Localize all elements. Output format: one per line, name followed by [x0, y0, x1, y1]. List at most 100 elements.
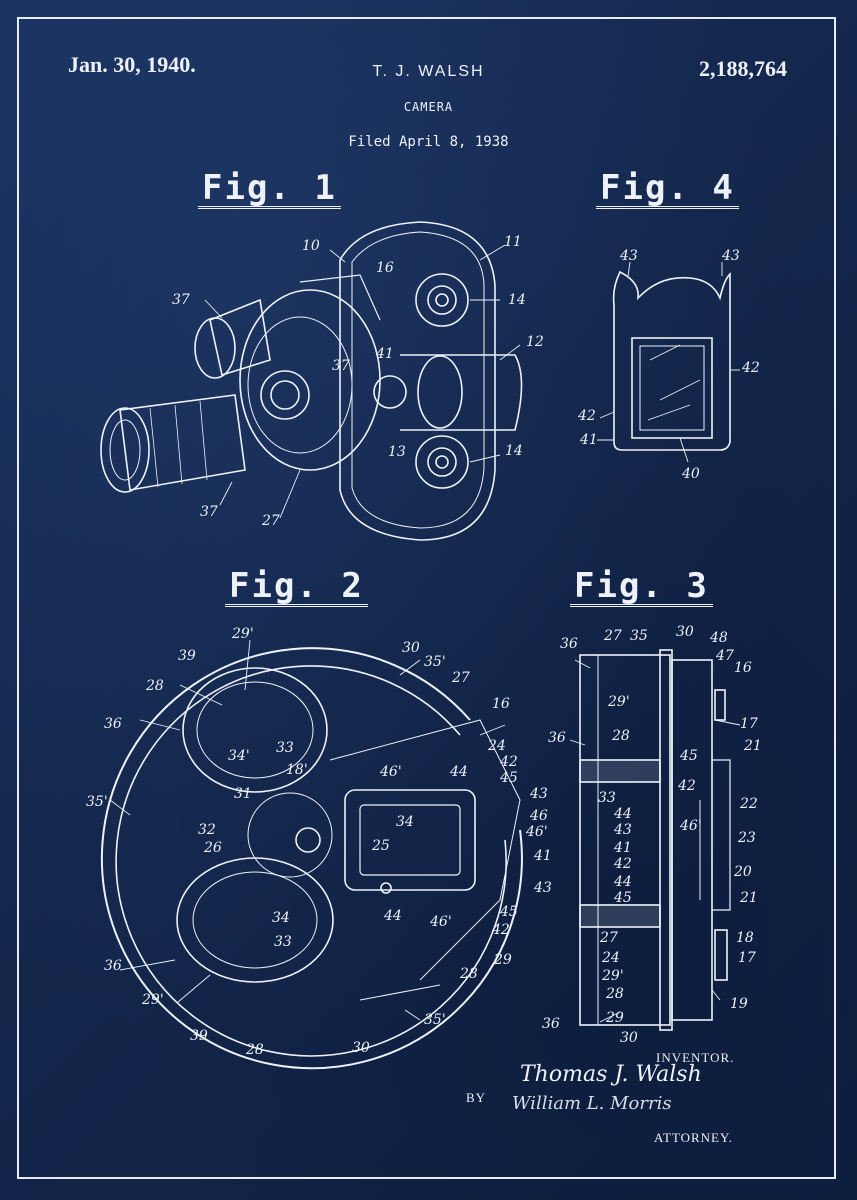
fig2-ref: 36	[104, 958, 122, 974]
attorney-signature: William L. Morris	[512, 1093, 672, 1114]
patent-number: 2,188,764	[699, 56, 787, 81]
fig2-ref: 30	[402, 640, 420, 656]
fig2-ref: 29'	[141, 992, 164, 1008]
patent-date: Jan. 30, 1940.	[68, 52, 196, 77]
fig2-ref: 46'	[379, 764, 402, 780]
fig1-ref: 37	[172, 292, 190, 308]
fig4-ref: 42	[577, 408, 596, 424]
fig4-ref: 43	[619, 248, 638, 264]
fig2-ref: 26	[203, 840, 222, 856]
fig3-ref: 36	[542, 1016, 560, 1032]
fig3-ref: 30	[676, 624, 694, 640]
fig1-ref: 37	[200, 504, 218, 520]
fig2-ref: 46	[529, 808, 548, 824]
fig2-ref: 29'	[231, 626, 254, 642]
fig2-ref: 25	[371, 838, 390, 854]
fig2-ref: 34'	[228, 748, 250, 764]
fig3-ref: 29'	[601, 968, 624, 984]
fig4-ref: 42	[741, 360, 760, 376]
filed-date: Filed April 8, 1938	[348, 134, 509, 150]
fig2-ref: 35'	[86, 794, 108, 810]
fig1-ref: 27	[261, 513, 280, 529]
fig3-ref: 36	[560, 636, 578, 652]
fig3-ref: 42	[677, 778, 696, 794]
fig3-ref: 18	[736, 930, 754, 946]
fig2-ref: 28	[245, 1042, 264, 1058]
fig4-ref: 41	[579, 432, 598, 448]
fig2-ref: 43	[529, 786, 548, 802]
fig3-ref: 42	[613, 856, 632, 872]
fig2-ref: 41	[533, 848, 552, 864]
fig2-ref: 24	[487, 738, 506, 754]
fig2-ref: 45	[499, 904, 518, 920]
inventor-signature: Thomas J. Walsh	[520, 1062, 702, 1087]
fig2-ref: 46'	[429, 914, 452, 930]
fig3-ref: 28	[605, 986, 624, 1002]
fig2-ref: 31	[234, 786, 252, 802]
fig1-ref: 13	[388, 444, 406, 460]
fig2-ref: 32	[198, 822, 216, 838]
fig3-ref: 27	[603, 628, 622, 644]
leader-lines	[109, 244, 741, 1023]
by-label: BY	[466, 1090, 487, 1105]
fig2-ref: 44	[383, 908, 402, 924]
fig2-ref: 29	[493, 952, 512, 968]
fig3-ref: 29'	[607, 694, 630, 710]
fig3-ref: 35	[630, 628, 648, 644]
fig3-ref: 45	[613, 890, 632, 906]
fig3-ref: 23	[737, 830, 756, 846]
fig2-ref: 28	[145, 678, 164, 694]
fig2-ref: 39	[178, 648, 196, 664]
fig1-ref: 16	[376, 260, 394, 276]
reference-labels: 10 11 16 37 14 12 37 41 13 14 37 27 43 4…	[86, 234, 762, 1058]
fig1-ref: 12	[526, 334, 544, 350]
fig3-ref: 44	[613, 874, 632, 890]
fig2-ref: 43	[533, 880, 552, 896]
fig2-ref: 28	[459, 966, 478, 982]
fig3-ref: 17	[738, 950, 756, 966]
fig3-ref: 47	[715, 648, 734, 664]
border-frame	[17, 17, 836, 1179]
figure-1-drawing	[100, 221, 523, 541]
attorney-label: ATTORNEY.	[654, 1130, 733, 1145]
fig2-ref: 35'	[424, 1012, 446, 1028]
figure-3-title: Fig. 3	[570, 568, 713, 607]
fig2-ref: 46'	[525, 824, 548, 840]
fig2-ref: 44	[449, 764, 468, 780]
fig3-ref: 45	[679, 748, 698, 764]
fig1-ref: 14	[508, 292, 526, 308]
fig2-ref: 16	[492, 696, 510, 712]
fig3-ref: 36	[548, 730, 566, 746]
fig2-ref: 36	[104, 716, 122, 732]
fig4-ref: 43	[721, 248, 740, 264]
fig2-ref: 34	[272, 910, 290, 926]
inventor-label: INVENTOR.	[656, 1050, 735, 1065]
fig3-ref: 44	[613, 806, 632, 822]
fig2-ref: 39	[190, 1028, 208, 1044]
fig3-ref: 48	[709, 630, 728, 646]
fig2-ref: 45	[499, 770, 518, 786]
figure-2-drawing	[100, 647, 523, 1070]
figure-4-title: Fig. 4	[596, 170, 739, 209]
figure-4-drawing	[612, 270, 731, 451]
fig3-ref: 27	[599, 930, 618, 946]
fig4-ref: 40	[681, 466, 700, 482]
fig2-ref: 33	[276, 740, 294, 756]
fig3-ref: 29	[605, 1010, 624, 1026]
fig2-ref: 30	[352, 1040, 370, 1056]
fig3-ref: 17	[740, 716, 758, 732]
fig3-ref: 24	[601, 950, 620, 966]
fig1-ref: 41	[375, 346, 394, 362]
fig2-ref: 34	[396, 814, 414, 830]
fig3-ref: 28	[611, 728, 630, 744]
fig3-ref: 21	[743, 738, 762, 754]
fig1-ref: 14	[505, 443, 523, 459]
fig3-ref: 30	[620, 1030, 638, 1046]
figure-1-title: Fig. 1	[198, 170, 341, 209]
fig2-ref: 33	[274, 934, 292, 950]
fig3-ref: 19	[730, 996, 748, 1012]
fig3-ref: 16	[734, 660, 752, 676]
figure-3-drawing	[579, 649, 731, 1031]
